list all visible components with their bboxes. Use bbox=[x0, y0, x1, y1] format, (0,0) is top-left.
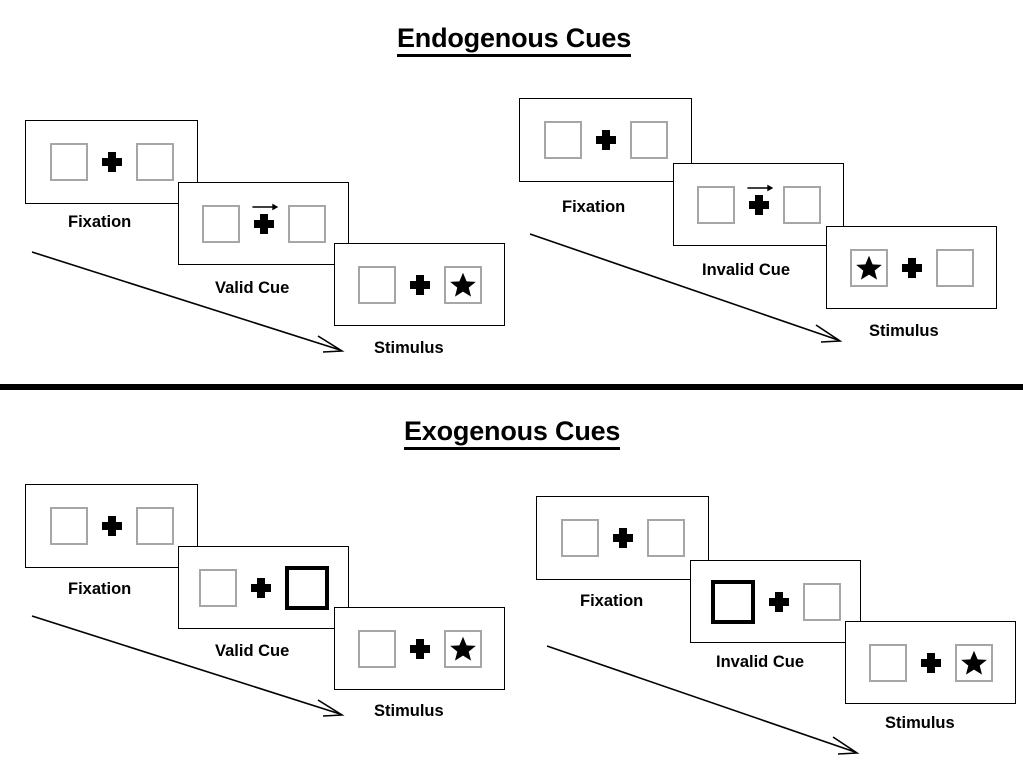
fixation-cross bbox=[253, 213, 274, 234]
caption-exogenous-valid-fixation: Fixation bbox=[68, 580, 132, 598]
frame-content bbox=[537, 497, 708, 579]
fixation-center bbox=[907, 652, 955, 673]
placeholder-box-right bbox=[629, 121, 668, 159]
trial-frame-endogenous-invalid-stimulus bbox=[826, 226, 997, 309]
fixation-cross bbox=[409, 638, 430, 659]
trial-frame-endogenous-valid-stimulus bbox=[334, 243, 505, 326]
trial-frame-endogenous-valid-cue bbox=[178, 182, 349, 265]
caption-endogenous-valid-cue: Valid Cue bbox=[215, 279, 290, 297]
placeholder-box-right bbox=[135, 507, 174, 545]
frame-content bbox=[674, 164, 843, 245]
caption-exogenous-invalid-stimulus: Stimulus bbox=[885, 714, 955, 732]
placeholder-box-left bbox=[357, 265, 396, 304]
fixation-center bbox=[735, 184, 783, 215]
fixation-cross bbox=[101, 152, 122, 172]
fixation-cross bbox=[101, 516, 122, 536]
frame-content bbox=[335, 244, 504, 325]
section-title-exogenous: Exogenous Cues bbox=[404, 417, 620, 451]
frame-content bbox=[335, 608, 504, 689]
placeholder-box-left bbox=[543, 121, 582, 159]
target-box-right bbox=[443, 265, 482, 304]
section-title-endogenous: Endogenous Cues bbox=[397, 24, 631, 58]
caption-endogenous-valid-fixation: Fixation bbox=[68, 213, 132, 231]
trial-frame-endogenous-invalid-cue bbox=[673, 163, 844, 246]
arrow-right-icon bbox=[746, 184, 773, 191]
placeholder-box-right bbox=[646, 519, 685, 557]
trial-frame-exogenous-valid-stimulus bbox=[334, 607, 505, 690]
fixation-cross bbox=[748, 194, 769, 215]
fixation-center bbox=[88, 152, 136, 172]
placeholder-box-left bbox=[560, 519, 599, 557]
trial-frame-exogenous-valid-cue bbox=[178, 546, 349, 629]
placeholder-box-right bbox=[802, 582, 841, 621]
caption-exogenous-invalid-fixation: Fixation bbox=[580, 592, 644, 610]
arrow-right-icon bbox=[251, 203, 278, 210]
fixation-cross bbox=[768, 591, 789, 612]
fixation-cross bbox=[250, 577, 271, 598]
fixation-center bbox=[888, 257, 936, 278]
placeholder-box-left bbox=[696, 185, 735, 224]
fixation-cross bbox=[595, 130, 616, 150]
caption-endogenous-invalid-stimulus: Stimulus bbox=[869, 322, 939, 340]
star-target-icon bbox=[855, 255, 882, 280]
trial-frame-exogenous-invalid-cue bbox=[690, 560, 861, 643]
frame-content bbox=[846, 622, 1015, 703]
placeholder-box-left bbox=[868, 643, 907, 682]
caption-endogenous-valid-stimulus: Stimulus bbox=[374, 339, 444, 357]
target-box-left bbox=[849, 248, 888, 287]
star-target-icon bbox=[960, 650, 987, 675]
caption-endogenous-invalid-fixation: Fixation bbox=[562, 198, 626, 216]
fixation-cross bbox=[920, 652, 941, 673]
frame-content bbox=[179, 547, 348, 628]
cue-box-left bbox=[710, 579, 755, 624]
fixation-cross bbox=[409, 274, 430, 295]
time-flow-arrow-exogenous-invalid bbox=[546, 645, 860, 755]
star-target-icon bbox=[449, 636, 476, 661]
fixation-center bbox=[396, 638, 444, 659]
fixation-cross bbox=[612, 528, 633, 548]
caption-exogenous-invalid-cue: Invalid Cue bbox=[716, 653, 805, 671]
fixation-center bbox=[599, 528, 647, 548]
frame-content bbox=[520, 99, 691, 181]
cue-box-right bbox=[284, 565, 329, 610]
trial-frame-exogenous-valid-fixation bbox=[25, 484, 198, 568]
frame-content bbox=[179, 183, 348, 264]
caption-exogenous-valid-stimulus: Stimulus bbox=[374, 702, 444, 720]
fixation-center bbox=[237, 577, 285, 598]
placeholder-box-left bbox=[49, 507, 88, 545]
time-flow-arrow-endogenous-invalid bbox=[529, 233, 843, 343]
fixation-center bbox=[755, 591, 803, 612]
trial-frame-endogenous-invalid-fixation bbox=[519, 98, 692, 182]
placeholder-box-left bbox=[201, 204, 240, 243]
star-target-icon bbox=[449, 272, 476, 297]
time-flow-arrow-exogenous-valid bbox=[31, 615, 345, 717]
fixation-cross bbox=[901, 257, 922, 278]
section-divider bbox=[0, 384, 1023, 390]
frame-content bbox=[26, 485, 197, 567]
target-box-right bbox=[954, 643, 993, 682]
placeholder-box-right bbox=[782, 185, 821, 224]
trial-frame-exogenous-invalid-stimulus bbox=[845, 621, 1016, 704]
fixation-center bbox=[240, 203, 288, 234]
fixation-center bbox=[396, 274, 444, 295]
fixation-center bbox=[582, 130, 630, 150]
time-flow-arrow-endogenous-valid bbox=[31, 251, 345, 353]
placeholder-box-right bbox=[135, 143, 174, 181]
placeholder-box-right bbox=[287, 204, 326, 243]
caption-endogenous-invalid-cue: Invalid Cue bbox=[702, 261, 791, 279]
placeholder-box-left bbox=[49, 143, 88, 181]
frame-content bbox=[26, 121, 197, 203]
placeholder-box-left bbox=[357, 629, 396, 668]
frame-content bbox=[691, 561, 860, 642]
placeholder-box-left bbox=[198, 568, 237, 607]
frame-content bbox=[827, 227, 996, 308]
fixation-center bbox=[88, 516, 136, 536]
target-box-right bbox=[443, 629, 482, 668]
caption-exogenous-valid-cue: Valid Cue bbox=[215, 642, 290, 660]
trial-frame-exogenous-invalid-fixation bbox=[536, 496, 709, 580]
placeholder-box-right bbox=[935, 248, 974, 287]
trial-frame-endogenous-valid-fixation bbox=[25, 120, 198, 204]
